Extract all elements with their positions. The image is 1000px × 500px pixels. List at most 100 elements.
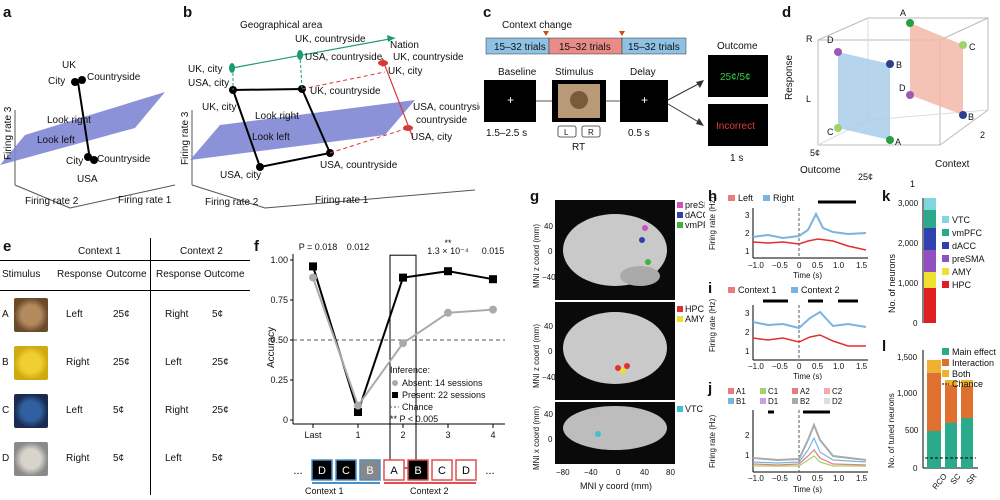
outcome-context1: 5¢ xyxy=(113,405,125,416)
label-look-right: Look right xyxy=(255,111,299,122)
label-usa-city: USA, city xyxy=(220,170,261,181)
p-value-label: 0.015 xyxy=(482,246,505,256)
sequence-item: D xyxy=(462,465,470,477)
key-l-label: L xyxy=(564,128,569,137)
ytick-2: 2 xyxy=(745,431,750,440)
correct-outcome-text: 25¢/5¢ xyxy=(720,72,751,83)
legend-dacc: dACC xyxy=(952,241,977,251)
p-value-label: 1.3 × 10⁻⁴ xyxy=(427,246,469,256)
legend-presma: preSMA xyxy=(952,254,985,264)
legend-absent: Absent: 14 sessions xyxy=(402,378,483,388)
panel-b-figure: Geographical area Nation UK, city UK, co… xyxy=(180,20,491,209)
ytick-1: 1 xyxy=(745,247,750,256)
xtick-5: 1.0 xyxy=(833,362,845,371)
axis-outcome: Outcome xyxy=(800,165,841,176)
pt-c-top: C xyxy=(969,42,976,52)
tuned-neurons-chart: No. of tuned neurons 1,500 1,000 500 0 R… xyxy=(887,347,996,491)
label-nation: Nation xyxy=(390,40,419,51)
outcome-context1: 25¢ xyxy=(113,309,130,320)
panel-a-figure: UK City Countryside Look right Look left… xyxy=(0,60,176,209)
legend-hpc: HPC xyxy=(685,304,705,314)
data-point xyxy=(444,267,452,276)
outcome-context2: 5¢ xyxy=(212,309,224,320)
axis-firing-rate-2: Firing rate 2 xyxy=(205,197,259,208)
label-countryside-top: Countryside xyxy=(87,72,141,83)
xtick-neg40: −40 xyxy=(584,468,598,477)
legend-significance: ** P < 0.005 xyxy=(390,414,438,424)
incorrect-outcome-text: Incorrect xyxy=(716,121,755,132)
neuron-count-chart: No. of neurons 3,000 2,000 1,000 0 VTC v… xyxy=(887,198,985,328)
sequence-box xyxy=(455,459,477,481)
brain-slices-figure: preSMA dACC vmPFC HPC AMY VTC MNI z coor… xyxy=(532,200,718,491)
xlabel: Time (s) xyxy=(793,271,822,280)
header-outcome-2: Outcome xyxy=(204,269,245,280)
data-point xyxy=(309,262,317,271)
label-usa-country-geo: USA, countryside xyxy=(305,52,383,63)
response-context1: Left xyxy=(66,309,83,320)
xtick-3: 0 xyxy=(797,362,802,371)
panel-g: g preSMA dACC vmPFC HPC AMY VTC MNI z co… xyxy=(530,188,718,495)
legend-vtc: VTC xyxy=(952,215,971,225)
y-tick-label: 0.75 xyxy=(270,295,288,305)
ytick-top-neg40: −40 xyxy=(542,273,556,282)
data-point xyxy=(354,408,362,416)
sequence-box xyxy=(359,459,381,481)
pt-b-mid: B xyxy=(896,60,902,70)
x-tick-label: 1 xyxy=(355,430,360,440)
label-baseline-time: 1.5–2.5 s xyxy=(486,128,527,139)
sequence-box xyxy=(311,459,333,481)
legend-title: Inference: xyxy=(390,365,430,375)
firing-rate-chart-i: Context 1 Context 2 Firing rate (Hz) 3 2… xyxy=(708,285,868,381)
label-look-left: Look left xyxy=(252,132,290,143)
xlabel: MNI y coord (mm) xyxy=(580,481,652,491)
legend-context2: Context 2 xyxy=(801,285,840,295)
ytick-3: 3 xyxy=(745,309,750,318)
tick-5c: 5¢ xyxy=(810,148,820,158)
xtick-sr: SR xyxy=(965,472,979,486)
legend-left: Left xyxy=(738,193,754,203)
label-trials-3: 15–32 trials xyxy=(628,42,680,53)
header-stimulus: Stimulus xyxy=(2,269,41,280)
y-tick-label: 1.00 xyxy=(270,255,288,265)
sequence-item: D xyxy=(318,465,326,477)
ytick-bot-40: 40 xyxy=(544,410,553,419)
xtick-sc: SC xyxy=(949,472,963,486)
legend-context1: Context 1 xyxy=(738,285,777,295)
panel-e: e Context 1 Context 2 Stimulus Response … xyxy=(0,238,250,495)
legend-b1: B1 xyxy=(736,397,746,406)
label-trials-2: 15–32 trials xyxy=(559,42,611,53)
panel-label-l: l xyxy=(882,338,887,355)
xtick-5: 1.0 xyxy=(833,474,845,483)
sequence-box xyxy=(383,459,405,481)
legend-d2: D2 xyxy=(832,397,843,406)
ytick-1: 1 xyxy=(745,451,750,460)
response-context2: Right xyxy=(165,309,189,320)
axial-brain-bottom xyxy=(563,406,667,450)
context1-plane xyxy=(838,52,890,140)
right-key xyxy=(581,125,601,138)
ytick-1500: 1,500 xyxy=(897,353,918,362)
ytick-top-0: 0 xyxy=(548,247,553,256)
response-context1: Right xyxy=(66,357,90,368)
label-outcome-time: 1 s xyxy=(730,153,743,164)
separating-plane xyxy=(190,100,415,160)
response-context2: Left xyxy=(165,453,182,464)
data-point xyxy=(489,275,497,284)
outcome-context1: 5¢ xyxy=(113,453,125,464)
panel-l: l No. of tuned neurons 1,500 1,000 500 0… xyxy=(880,338,1000,495)
legend-right: Right xyxy=(773,193,795,203)
label-city-bottom: City xyxy=(66,156,83,167)
ylabel: No. of neurons xyxy=(887,253,897,313)
data-point xyxy=(309,273,317,282)
sagittal-brain-middle xyxy=(563,312,667,384)
x-tick-label: 2 xyxy=(400,430,405,440)
stimulus-image xyxy=(14,442,48,476)
x-tick-label: 3 xyxy=(445,430,450,440)
ylabel-bottom: MNI x coord (mm) xyxy=(532,406,541,470)
legend-interaction: Interaction xyxy=(952,358,994,368)
tick-r: R xyxy=(806,34,813,44)
header-outcome-1: Outcome xyxy=(106,269,147,280)
y-axis-label: Accuracy xyxy=(266,327,277,368)
fixation-cross-icon: + xyxy=(641,93,648,107)
ytick-500: 500 xyxy=(905,426,919,435)
